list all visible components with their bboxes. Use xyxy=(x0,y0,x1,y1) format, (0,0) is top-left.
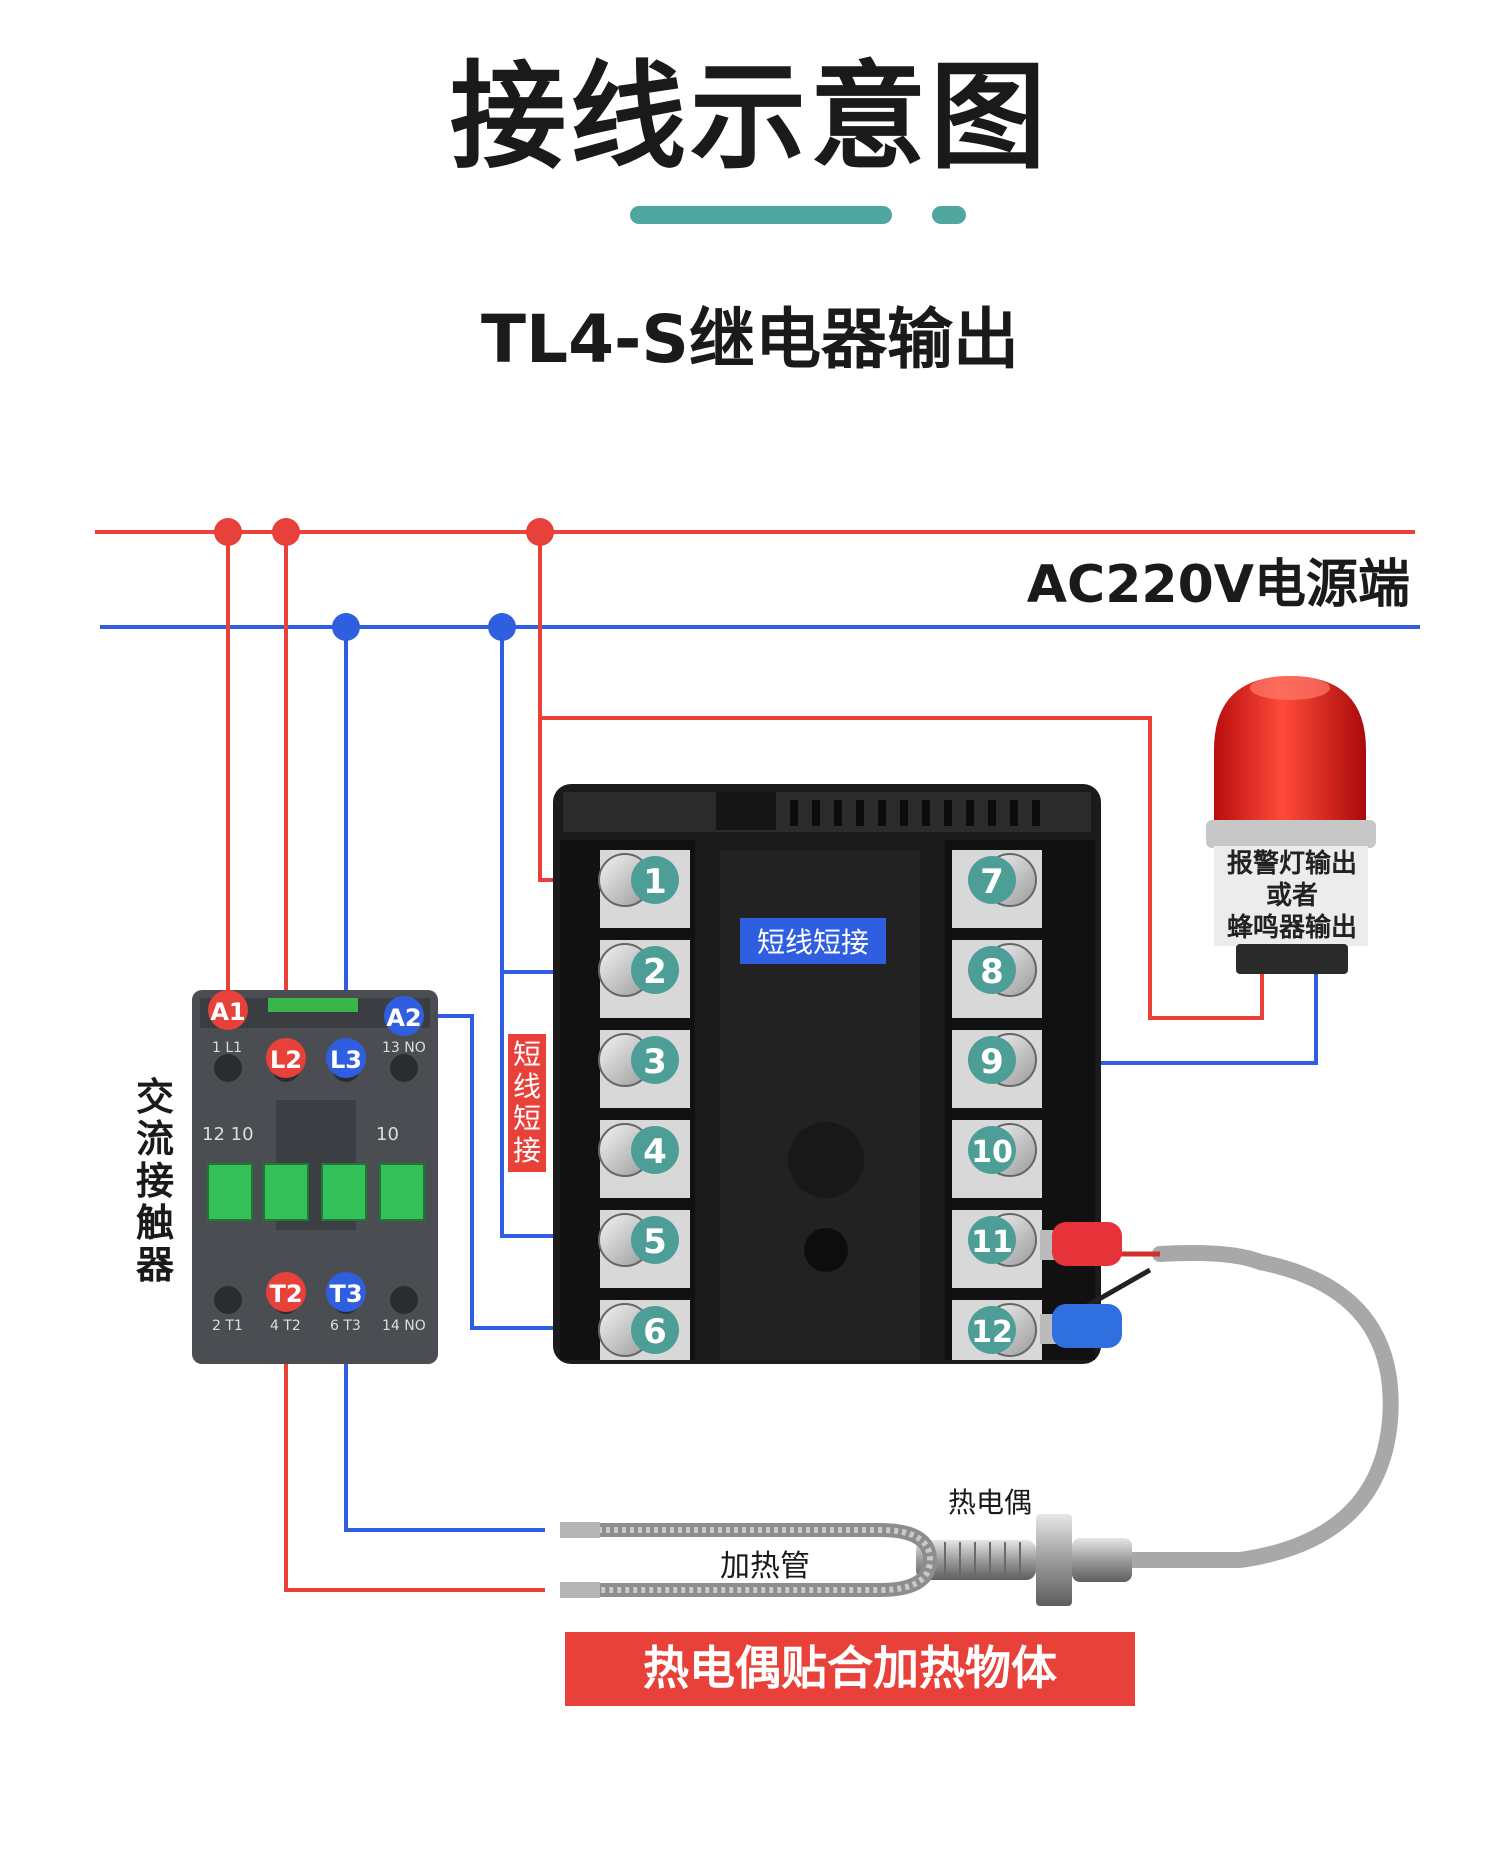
thermocouple-probe: 热电偶 xyxy=(916,1486,1132,1606)
terminal-badge-5: 5 xyxy=(631,1216,679,1264)
thermocouple-cable xyxy=(1122,1245,1399,1568)
svg-text:短: 短 xyxy=(513,1038,541,1071)
terminal-label: 3 xyxy=(643,1042,667,1082)
svg-text:T2: T2 xyxy=(269,1280,302,1308)
junction-dot xyxy=(214,518,242,546)
thermocouple-label: 热电偶 xyxy=(948,1486,1032,1519)
contactor-print: 12 10 xyxy=(202,1124,254,1145)
pin-badge-a1: A1 xyxy=(208,990,248,1030)
terminal-badge-7: 7 xyxy=(968,856,1016,904)
power-label: AC220V电源端 xyxy=(1027,555,1410,615)
pin-badge-t2: T2 xyxy=(266,1272,306,1312)
terminal-label: 4 xyxy=(643,1132,667,1172)
contactor-print: 1 L1 xyxy=(212,1040,242,1056)
svg-text:A1: A1 xyxy=(210,998,245,1026)
junction-dot xyxy=(526,518,554,546)
right-terminal-block xyxy=(945,840,1095,1360)
lug-blue xyxy=(1040,1304,1122,1348)
jumper-label-left: 短 线 短 接 xyxy=(508,1034,546,1172)
terminal-label: 8 xyxy=(980,952,1004,992)
terminal-badge-8: 8 xyxy=(968,946,1016,994)
wire-alarm-neutral xyxy=(1014,950,1318,1065)
contactor-print: 13 NO xyxy=(382,1040,426,1056)
alarm-label: 报警灯输出 xyxy=(1227,848,1357,879)
terminal-badge-12: 12 xyxy=(968,1306,1016,1354)
thermocouple-note: 热电偶贴合加热物体 xyxy=(565,1632,1135,1706)
terminal-badge-4: 4 xyxy=(631,1126,679,1174)
terminal-badge-3: 3 xyxy=(631,1036,679,1084)
alarm-label: 蜂鸣器输出 xyxy=(1227,912,1357,943)
terminal-badge-10: 10 xyxy=(968,1126,1016,1174)
alarm-lamp: 报警灯输出 或者 蜂鸣器输出 xyxy=(1206,676,1376,974)
svg-text:L3: L3 xyxy=(330,1046,362,1074)
terminal-badge-11: 11 xyxy=(968,1216,1016,1264)
svg-text:器: 器 xyxy=(136,1243,175,1287)
alarm-label: 或者 xyxy=(1266,881,1318,911)
svg-text:T3: T3 xyxy=(329,1280,362,1308)
junction-dot xyxy=(488,613,516,641)
svg-text:短: 短 xyxy=(513,1102,541,1135)
terminal-label: 11 xyxy=(971,1225,1013,1260)
terminal-label: 9 xyxy=(980,1042,1004,1082)
left-terminal-block xyxy=(560,840,695,1360)
svg-text:接: 接 xyxy=(513,1134,541,1167)
terminal-badge-1: 1 xyxy=(631,856,679,904)
pin-badge-l3: L3 xyxy=(326,1038,366,1078)
svg-text:接: 接 xyxy=(136,1159,174,1203)
temperature-controller: 1 2 3 4 5 6 7 8 9 10 11 12 短线短接 短 线 短 接 xyxy=(508,784,1101,1364)
svg-text:A2: A2 xyxy=(386,1004,421,1032)
pin-badge-t3: T3 xyxy=(326,1272,366,1312)
wire-alarm-live xyxy=(540,716,1264,1020)
svg-text:线: 线 xyxy=(513,1070,541,1103)
contactor-label: 交 流 接 触 器 xyxy=(136,1075,175,1287)
title-accent-bar xyxy=(630,206,892,224)
contactor-print: 14 NO xyxy=(382,1318,426,1334)
pin-badge-l2: L2 xyxy=(266,1038,306,1078)
pin-badge-a2: A2 xyxy=(384,996,424,1036)
terminal-badge-9: 9 xyxy=(968,1036,1016,1084)
terminal-label: 2 xyxy=(643,952,667,992)
contactor-print: 6 T3 xyxy=(330,1318,361,1334)
svg-text:交: 交 xyxy=(136,1075,174,1119)
heater-element: 加热管 xyxy=(560,1522,938,1598)
heater-label: 加热管 xyxy=(720,1549,810,1584)
junction-dot xyxy=(272,518,300,546)
svg-text:热电偶贴合加热物体: 热电偶贴合加热物体 xyxy=(643,1641,1057,1695)
page-title: 接线示意图 xyxy=(450,50,1050,185)
title-accent-dot xyxy=(932,206,966,224)
lug-red xyxy=(1040,1222,1122,1266)
terminal-label: 5 xyxy=(643,1222,667,1262)
wire-t2 xyxy=(284,1302,545,1592)
junction-dot xyxy=(332,613,360,641)
jumper-label-top: 短线短接 xyxy=(740,918,886,964)
svg-text:短线短接: 短线短接 xyxy=(757,926,869,959)
terminal-badge-2: 2 xyxy=(631,946,679,994)
terminal-label: 1 xyxy=(643,862,667,902)
terminal-badge-6: 6 xyxy=(631,1306,679,1354)
contactor-print: 10 xyxy=(376,1124,399,1145)
terminal-label: 6 xyxy=(643,1312,667,1352)
page-subtitle: TL4-S继电器输出 xyxy=(481,301,1019,378)
svg-text:触: 触 xyxy=(136,1201,174,1245)
terminal-label: 10 xyxy=(971,1135,1013,1170)
terminal-label: 12 xyxy=(971,1315,1013,1350)
contactor-print: 4 T2 xyxy=(270,1318,301,1334)
ac-contactor: 1 L1 13 NO 12 10 10 2 T1 4 T2 6 T3 14 NO… xyxy=(136,990,438,1364)
svg-text:L2: L2 xyxy=(270,1046,302,1074)
svg-text:流: 流 xyxy=(136,1117,174,1161)
contactor-print: 2 T1 xyxy=(212,1318,243,1334)
wire-t3 xyxy=(344,1302,545,1532)
terminal-label: 7 xyxy=(980,862,1004,902)
